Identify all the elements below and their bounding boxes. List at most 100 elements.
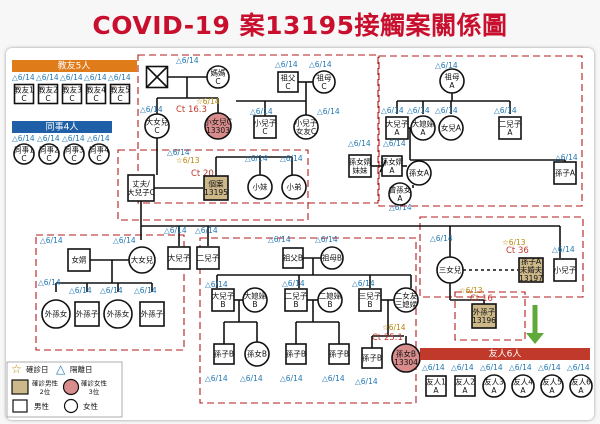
coworker-date-3: △6/14 bbox=[62, 134, 85, 143]
isolation-date: △6/14 bbox=[552, 245, 575, 254]
confirm-date: ☆6/13 bbox=[176, 156, 200, 165]
isolation-date: △6/14 bbox=[205, 280, 228, 289]
household-b-box bbox=[199, 237, 417, 404]
friend-6 bbox=[569, 374, 593, 398]
index-case-box bbox=[117, 149, 309, 221]
isolation-date: △6/14 bbox=[69, 286, 92, 295]
friend-date-3: △6/14 bbox=[480, 363, 503, 372]
isolation-date: △6/14 bbox=[348, 139, 371, 148]
friend-5 bbox=[540, 374, 564, 398]
isolation-date: △6/14 bbox=[240, 374, 263, 383]
eldest-daughter-label: 大女兒 bbox=[131, 255, 154, 265]
isolation-date: △6/14 bbox=[113, 236, 136, 245]
legend-confirm: 確診日 bbox=[26, 364, 49, 374]
granddaughter-b1-label: 孫女B bbox=[247, 349, 267, 359]
relation-line bbox=[379, 159, 387, 173]
second-son bbox=[196, 246, 220, 270]
legend-male-swatch bbox=[12, 399, 28, 413]
case-13196 bbox=[471, 303, 497, 329]
case-13195 bbox=[203, 175, 229, 201]
legend-female-swatch bbox=[63, 398, 79, 414]
confirm-date: ☆6/13 bbox=[502, 238, 526, 247]
isolation-date: △6/14 bbox=[407, 106, 430, 115]
ct-value: Ct 16 bbox=[470, 294, 493, 304]
isolation-date: △6/14 bbox=[280, 374, 303, 383]
eldest-daughter-box bbox=[35, 234, 185, 351]
grandson-out2 bbox=[139, 301, 165, 327]
second-son-a bbox=[498, 116, 522, 140]
isolation-date: △6/14 bbox=[381, 106, 404, 115]
isolation-date: △6/14 bbox=[555, 153, 578, 162]
coworker-date-2: △6/14 bbox=[37, 134, 60, 143]
teacher-date-2: △6/14 bbox=[36, 73, 59, 82]
grandson-a bbox=[553, 161, 577, 185]
legend-box bbox=[6, 361, 123, 418]
isolation-date: △6/14 bbox=[317, 107, 340, 116]
isolation-date: △6/14 bbox=[309, 60, 332, 69]
isolation-date: △6/14 bbox=[435, 61, 458, 70]
isolation-date: △6/14 bbox=[195, 226, 218, 235]
grandson-b1-label: 孫子B bbox=[214, 349, 234, 359]
grandson-b4-label: 孫子B bbox=[362, 353, 382, 363]
granddaughter-out1 bbox=[41, 299, 71, 329]
isolation-date: △6/14 bbox=[245, 154, 268, 163]
little-brother bbox=[281, 174, 307, 200]
friend-date-4: △6/14 bbox=[509, 363, 532, 372]
second-son-label: 二兒子 bbox=[197, 253, 220, 263]
isolation-date: △6/14 bbox=[38, 278, 61, 287]
isolation-date: △6/14 bbox=[268, 235, 291, 244]
legend-case-female-swatch bbox=[62, 378, 80, 396]
isolation-date: △6/14 bbox=[315, 235, 338, 244]
grandson-out2-label: 外孫子 bbox=[141, 309, 164, 319]
granddaughter-a bbox=[406, 160, 432, 186]
eldest-son bbox=[167, 246, 191, 270]
isolation-date: △6/14 bbox=[205, 374, 228, 383]
isolation-date: △6/14 bbox=[494, 106, 517, 115]
coworker-header-label: 同事4人 bbox=[46, 121, 79, 133]
little-son bbox=[553, 258, 577, 282]
teacher-date-3: △6/14 bbox=[60, 73, 83, 82]
isolation-date: △6/14 bbox=[322, 374, 345, 383]
third-daughter-label: 三女兒 bbox=[439, 265, 462, 275]
isolation-date: △6/14 bbox=[355, 377, 378, 386]
great-granddaughter-a bbox=[388, 182, 412, 206]
friend-1 bbox=[425, 375, 447, 397]
isolation-date: △6/14 bbox=[164, 226, 187, 235]
case-13303 bbox=[204, 112, 232, 140]
daughter-a bbox=[438, 115, 464, 141]
deceased-cross-2 bbox=[146, 66, 168, 88]
page-title: COVID-19 案13195接觸案關係圖 bbox=[92, 11, 508, 40]
daughter-a-label: 女兒A bbox=[441, 123, 462, 133]
friends-header-label: 友人6人 bbox=[489, 348, 522, 360]
isolation-date: △6/14 bbox=[167, 148, 190, 157]
coworker-3 bbox=[63, 143, 85, 165]
legend-male: 男性 bbox=[34, 401, 49, 411]
coworker-2 bbox=[38, 143, 60, 165]
grand-in-law-sister-a-label: 孫女婿妹妹 bbox=[349, 156, 372, 175]
friend-2 bbox=[454, 375, 476, 397]
legend-case-male-swatch bbox=[11, 379, 29, 395]
